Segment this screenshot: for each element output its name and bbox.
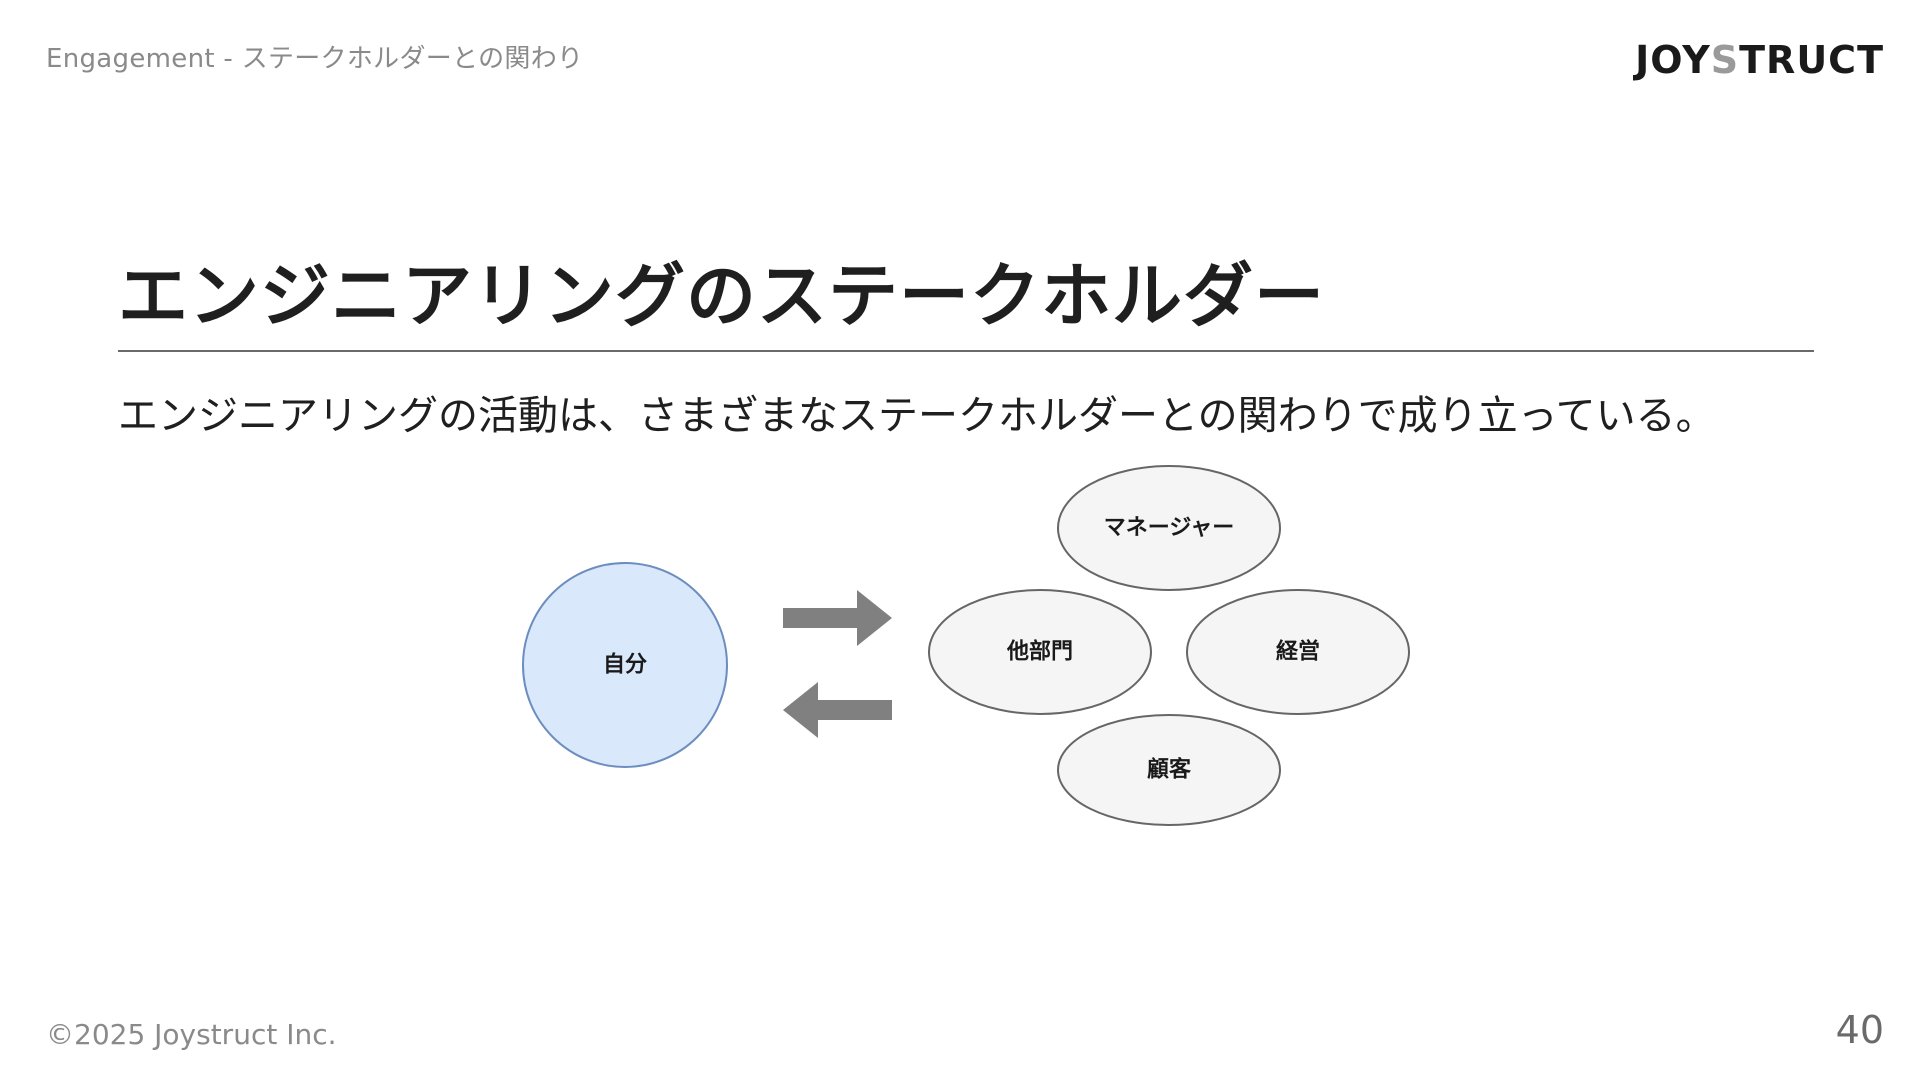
stakeholder-customer-label: 顧客 [1147, 757, 1192, 783]
stakeholder-customer [1057, 714, 1281, 826]
logo-text-accent: S [1710, 38, 1740, 82]
section-label: Engagement - ステークホルダーとの関わり [46, 44, 584, 74]
arrow-right [783, 590, 892, 646]
title-divider [118, 350, 1814, 352]
slide-title: エンジニアリングのステークホルダー [118, 255, 1325, 337]
stakeholder-manager-label: マネージャー [1104, 516, 1234, 541]
self-node-label: 自分 [603, 652, 647, 678]
stakeholder-management [1186, 589, 1410, 715]
copyright: ©2025 Joystruct Inc. [46, 1018, 337, 1051]
company-logo: JOYSTRUCT [1635, 38, 1884, 82]
stakeholder-manager [1057, 465, 1281, 591]
stakeholder-other-dept [928, 589, 1152, 715]
stakeholder-management-label: 経営 [1276, 639, 1320, 665]
stakeholder-other-dept-label: 他部門 [1006, 639, 1073, 665]
logo-text-end: TRUCT [1739, 38, 1884, 82]
page-number: 40 [1835, 1008, 1884, 1052]
self-node [522, 562, 728, 768]
slide-subtitle: エンジニアリングの活動は、さまざまなステークホルダーとの関わりで成り立っている。 [118, 393, 1716, 439]
logo-text-start: JOY [1635, 38, 1711, 82]
arrow-left [783, 682, 892, 738]
